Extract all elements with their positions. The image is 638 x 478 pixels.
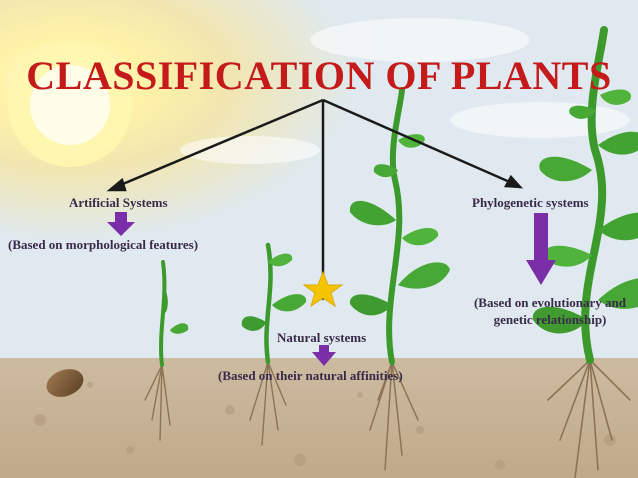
- down-arrow-artificial: [107, 212, 135, 236]
- branch-artificial-description: (Based on morphological features): [8, 237, 199, 252]
- down-arrows: [107, 212, 556, 366]
- arrow-to-artificial: [117, 98, 324, 188]
- plant-sprout: [144, 260, 189, 441]
- plant-small: [241, 242, 307, 446]
- branch-artificial-label: Artificial Systems: [69, 195, 168, 210]
- branch-natural-description: (Based on their natural affinities): [218, 368, 403, 383]
- down-arrow-phylogenetic: [526, 213, 556, 285]
- down-arrow-natural: [312, 345, 336, 366]
- arrow-to-phylogenetic: [322, 98, 513, 185]
- page-title: CLASSIFICATION OF PLANTS: [26, 53, 612, 98]
- branch-natural-label: Natural systems: [277, 330, 367, 345]
- branch-phylogenetic-description-line1: (Based on evolutionary and: [473, 295, 627, 310]
- soil: [0, 358, 638, 478]
- branch-phylogenetic-description-line2: genetic relationship): [493, 312, 607, 327]
- plant-large: [532, 26, 638, 478]
- star-icon: [302, 270, 344, 308]
- plant-medium: [349, 87, 450, 471]
- branch-phylogenetic-label: Phylogenetic systems: [472, 195, 589, 210]
- seed-icon: [46, 369, 84, 397]
